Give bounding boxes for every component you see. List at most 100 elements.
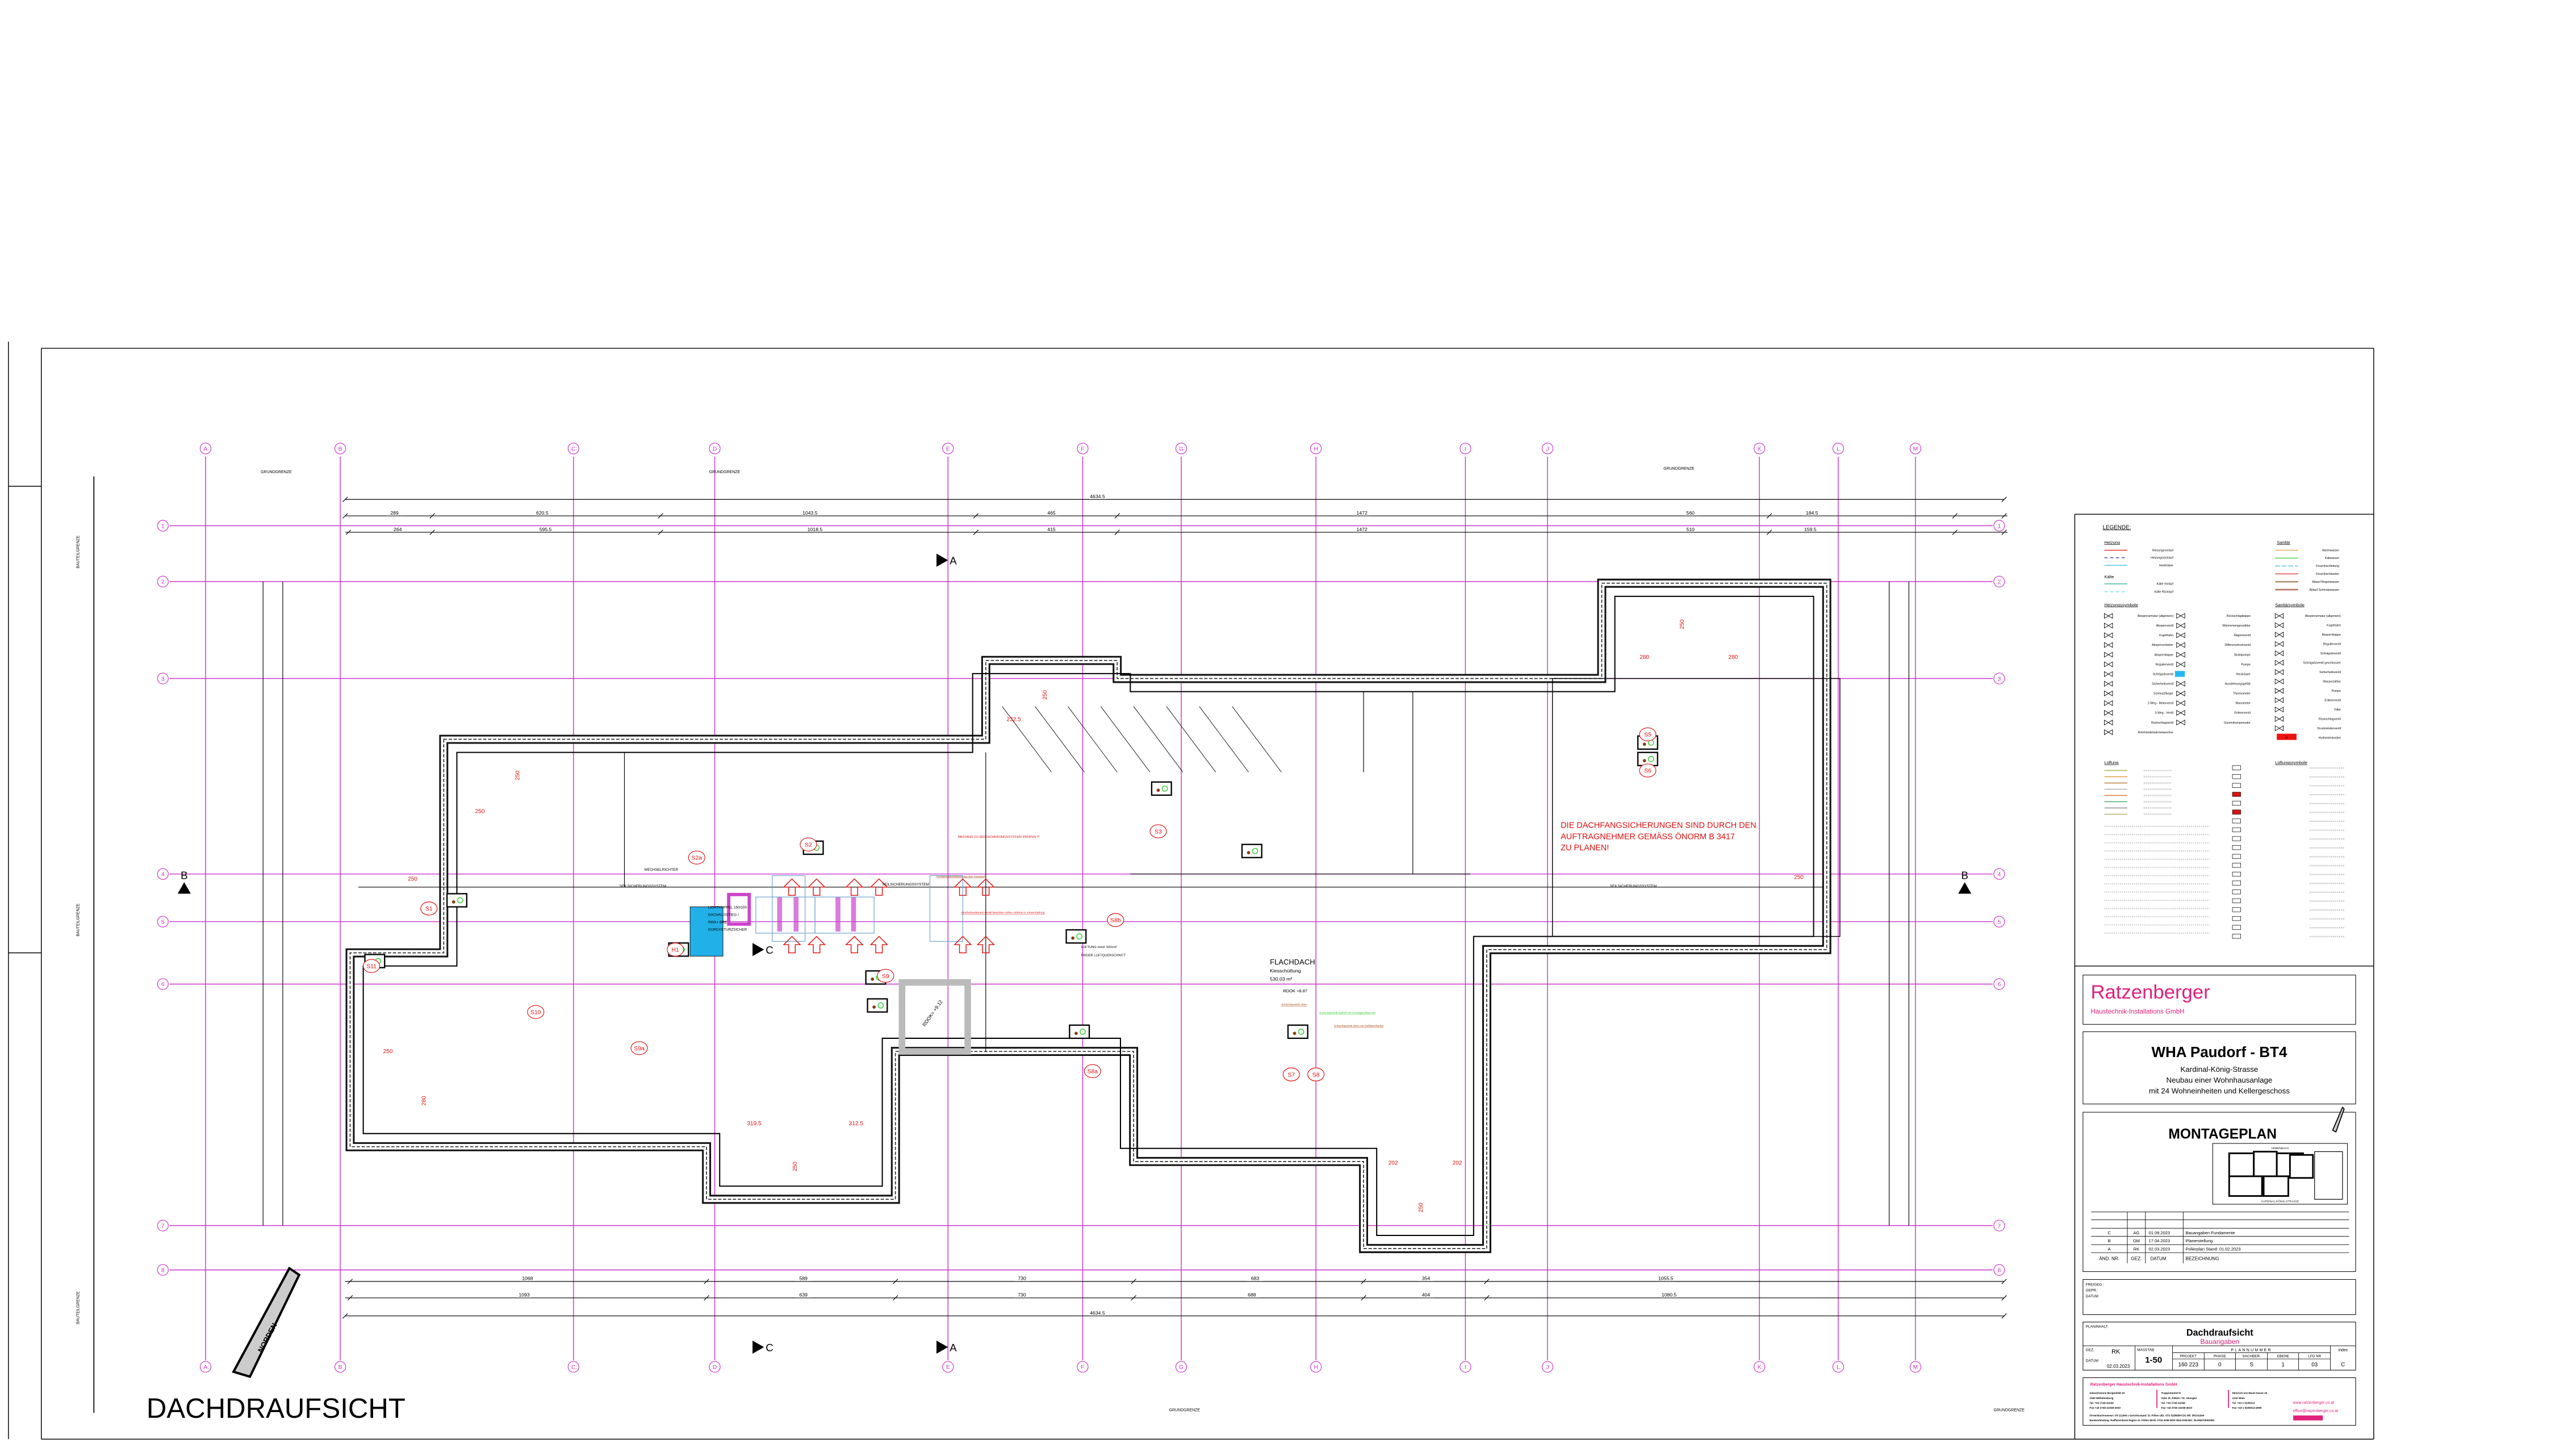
dimension-tick xyxy=(658,513,663,519)
legend-heading: Kälte xyxy=(2104,574,2114,579)
grid-column-label: A xyxy=(204,446,208,452)
plannummer-field-value: 03 xyxy=(2311,1362,2318,1368)
certification-badge xyxy=(2293,1415,2323,1421)
bauteilgrenze-label: BAUTEILGRENZE xyxy=(76,536,80,569)
masstab-label: MASSTAB xyxy=(2137,1348,2154,1352)
roof-area-right xyxy=(1552,678,1841,937)
red-dimension: 280 xyxy=(1728,654,1738,661)
gez-label: GEZ.: xyxy=(2086,1348,2096,1352)
website-link[interactable]: www.ratzenberger.co.at xyxy=(2293,1401,2335,1405)
shaft-marker xyxy=(1107,913,1124,927)
dimension-tick xyxy=(704,1279,709,1284)
grid-bubble xyxy=(1077,1361,1089,1373)
callout: Schachtaustritt oben mit Deflektorhaube xyxy=(1334,1025,1384,1028)
red-dimension: 232.5 xyxy=(1006,717,1021,723)
dimension-value: 354 xyxy=(1422,1276,1431,1281)
lueftung-symbol-icon xyxy=(2232,819,2241,824)
valve-symbol-icon xyxy=(2104,700,2113,707)
legend-item: Feuerlöschkasten xyxy=(2316,573,2339,576)
dimension-value: 4634.5 xyxy=(1090,494,1105,499)
shaft-label: S2a xyxy=(692,855,702,862)
dimension-mask xyxy=(795,1292,812,1298)
vent-pipe-icon xyxy=(1647,755,1654,762)
lueftung-label: LÜFTUNG mind. 500cm² xyxy=(1081,945,1118,949)
shaft-marker xyxy=(1639,727,1657,742)
plannummer-field-label: PROJEKT xyxy=(2180,1355,2197,1359)
airflow-arrow-icon xyxy=(954,936,972,954)
grid-row-label: 4 xyxy=(1997,871,2001,878)
legend-item: Rückschlagventil xyxy=(2319,717,2341,721)
roof-line xyxy=(1232,706,1282,772)
lichtkuppel-label: DACHAUSSTIEG / xyxy=(708,913,739,917)
dimension-value: 465 xyxy=(1047,510,1056,516)
grid-column-label: M xyxy=(1913,446,1918,452)
keymap-parking xyxy=(2314,1151,2343,1200)
shaft-marker xyxy=(1307,1067,1325,1081)
company-name: Ratzenberger xyxy=(2090,982,2210,1003)
grid-bubble xyxy=(1993,520,2005,532)
dimension-tick xyxy=(342,1313,348,1319)
keymap-building xyxy=(2289,1154,2314,1179)
lueftung-symbol-icon xyxy=(2232,925,2241,930)
flachdach-area: 530.03 m² xyxy=(1270,976,1292,982)
shaft-box xyxy=(1287,1024,1308,1039)
dimension-mask xyxy=(1802,526,1819,532)
grid-bubble xyxy=(157,1264,169,1276)
grid-bubble xyxy=(1310,1361,1322,1373)
rev-header: GEZ. xyxy=(2131,1256,2142,1261)
dimension-mask xyxy=(801,510,818,516)
device-area xyxy=(772,875,806,942)
plannummer-field-value: S xyxy=(2249,1362,2253,1368)
lueftung-symbol-icon xyxy=(2232,898,2241,903)
lueftung-symbol-icon xyxy=(2232,916,2241,921)
dimension-mask xyxy=(1682,510,1699,516)
dimension-mask xyxy=(1247,1275,1264,1281)
lueftung-symbol-icon xyxy=(2232,765,2241,770)
dimension-tick xyxy=(892,1279,898,1284)
datum-value: 02.03.2023 xyxy=(2107,1364,2130,1369)
red-dimension: 250 xyxy=(1042,690,1048,700)
legend-item: Kälte Vorlauf xyxy=(2157,583,2174,586)
valve-symbol-icon xyxy=(2274,688,2284,694)
rev-nr: B xyxy=(2108,1238,2111,1243)
legend-heading: Lüftungssymbole xyxy=(2275,760,2307,765)
planinhalt-subtitle: Bauangaben xyxy=(2200,1338,2239,1346)
airflow-arrow-icon xyxy=(807,878,826,896)
address-line: Trappistenhof 8 xyxy=(2161,1392,2181,1394)
legend-item: 2-Weg - Motorventil xyxy=(2148,702,2173,705)
address-line: Heinrich-von-Buol-Gasse 10 xyxy=(2232,1392,2267,1394)
shaft-marker xyxy=(1282,1067,1300,1081)
valve-symbol-icon xyxy=(2274,659,2284,666)
legend-item: Absperrarmatur (allgemein) xyxy=(2305,615,2341,618)
callout: Schachtaustritt seitlich mit Schrägausbl… xyxy=(1319,1012,1376,1015)
legend-item: Druckminderventil xyxy=(2317,727,2341,730)
dimension-tick xyxy=(429,529,435,535)
address-line: 3150 Wilhelmsburg xyxy=(2089,1397,2113,1400)
grid-row-label: 7 xyxy=(161,1223,165,1229)
valve-symbol-icon xyxy=(2274,669,2284,675)
callout: Schachtaustritt oben xyxy=(1281,1003,1307,1007)
airflow-arrow-icon xyxy=(807,936,826,954)
lueftung-symbol-icon xyxy=(2232,836,2241,841)
dimension-mask xyxy=(1089,1310,1106,1316)
grid-bubble xyxy=(567,442,579,454)
grid-bubble xyxy=(567,1361,579,1373)
legend-item: Schmutzfänger xyxy=(2153,692,2173,696)
grid-row-label: 7 xyxy=(1997,1223,2001,1229)
valve-symbol-icon xyxy=(2274,678,2284,684)
red-dimension: 250 xyxy=(792,1162,798,1171)
dimension-tick xyxy=(345,529,352,535)
email-link[interactable]: office@ratzenberger.co.at xyxy=(2293,1409,2338,1413)
grid-bubble xyxy=(1753,1361,1766,1373)
legend-item: 3-Weg - Ventil xyxy=(2155,712,2173,715)
dimension-tick xyxy=(1361,1279,1366,1284)
plannummer-field-value: 0 xyxy=(2218,1362,2222,1368)
plannummer-field-label: PHASE xyxy=(2214,1355,2226,1359)
dimension-tick xyxy=(658,529,663,535)
airflow-arrow-icon xyxy=(783,936,801,954)
airflow-arrow-icon xyxy=(845,878,864,896)
